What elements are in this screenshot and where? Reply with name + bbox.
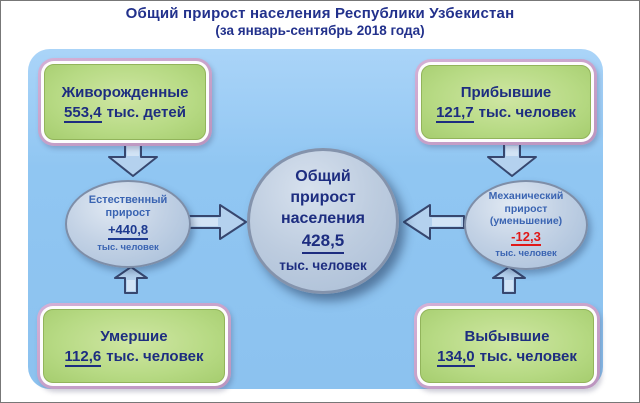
box-label: Живорожденные	[61, 83, 189, 101]
box-unit: тыс. человек	[106, 347, 204, 365]
node-label: прирост	[504, 202, 548, 215]
diagram-title: Общий прирост населения Республики Узбек…	[125, 5, 515, 22]
left-arrow-icon	[403, 204, 465, 240]
node-label: прирост	[105, 207, 151, 220]
node-unit: тыс. человек	[97, 242, 159, 254]
box-unit: тыс. детей	[106, 103, 186, 121]
box-label: Выбывшие	[464, 327, 550, 345]
node-total-growth: Общий прирост населения 428,5 тыс. челов…	[247, 148, 399, 294]
node-value: -12,3	[511, 229, 541, 247]
box-label: Прибывшие	[460, 83, 552, 101]
node-label: (уменьшение)	[489, 215, 563, 228]
node-unit: тыс. человек	[495, 248, 557, 260]
node-label: Естественный	[88, 193, 168, 206]
node-unit: тыс. человек	[279, 258, 367, 274]
box-unit: тыс. человек	[479, 347, 577, 365]
node-label: населения	[280, 209, 366, 227]
up-arrow-icon	[492, 266, 526, 294]
box-value: 134,0	[437, 347, 475, 367]
box-value: 112,6	[64, 347, 102, 367]
down-arrow-icon	[108, 143, 158, 177]
box-value: 553,4	[64, 103, 102, 123]
node-natural-growth: Естественный прирост +440,8 тыс. человек	[65, 180, 191, 268]
node-value: 428,5	[301, 230, 345, 255]
diagram-subtitle: (за январь-сентябрь 2018 года)	[215, 23, 425, 38]
up-arrow-icon	[114, 266, 148, 294]
box-value: 121,7	[436, 103, 474, 123]
down-arrow-icon	[487, 143, 537, 177]
node-mechanical-growth: Механический прирост (уменьшение) -12,3 …	[464, 180, 588, 270]
box-label: Умершие	[100, 327, 168, 345]
box-unit: тыс. человек	[478, 103, 576, 121]
node-label: Общий	[295, 167, 351, 185]
node-label: прирост	[290, 188, 356, 206]
node-label: Механический	[488, 190, 564, 203]
node-value: +440,8	[107, 222, 149, 241]
right-arrow-icon	[185, 204, 247, 240]
